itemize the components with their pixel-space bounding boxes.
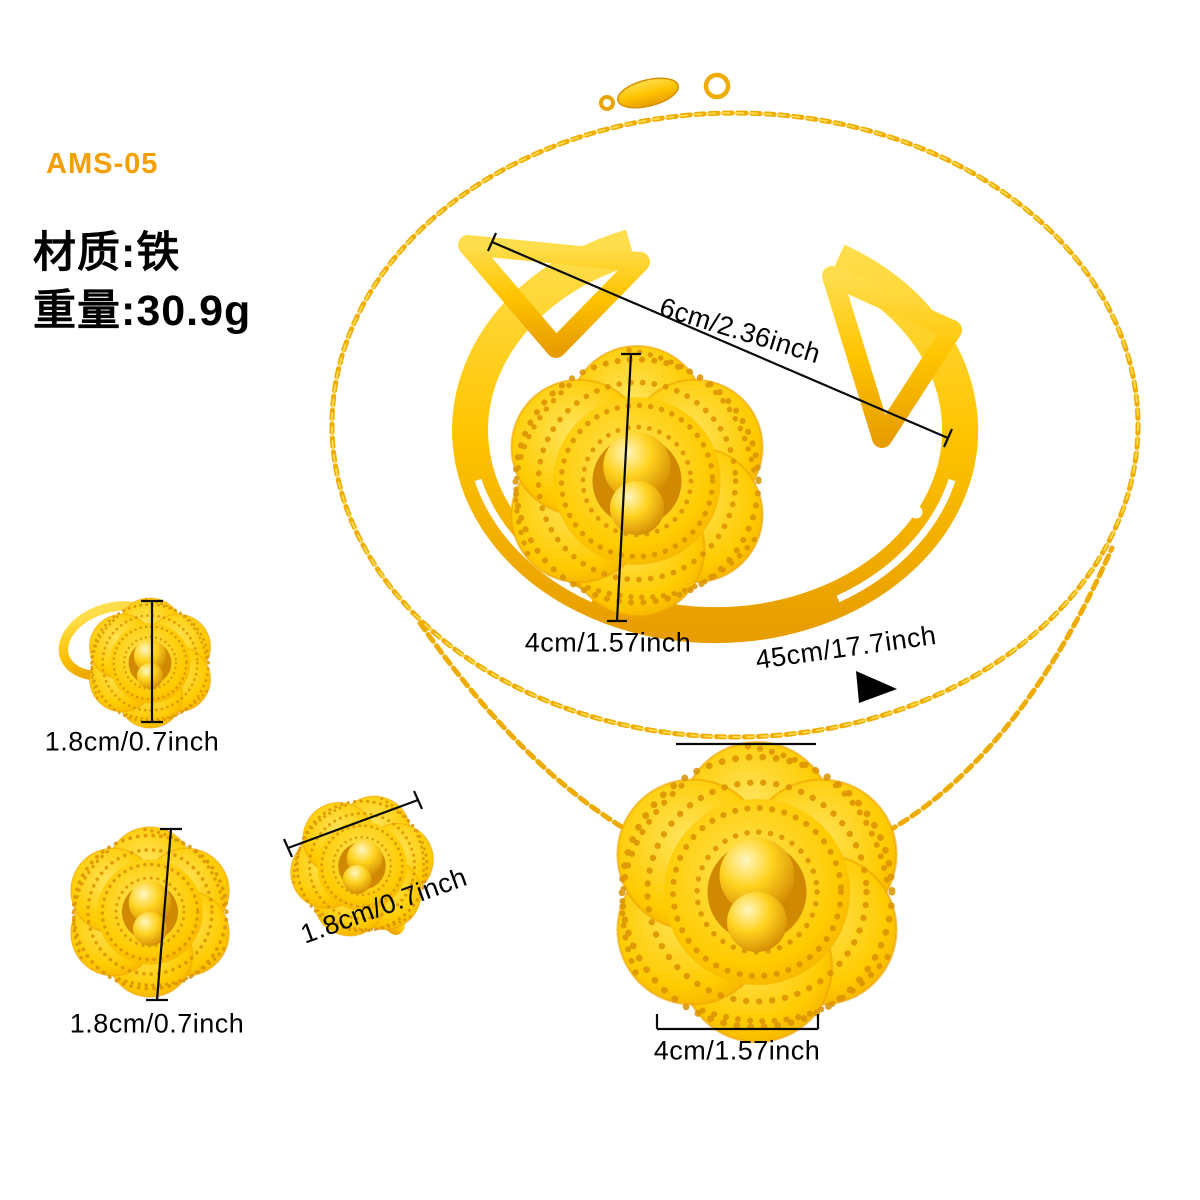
dim-bangle-flower xyxy=(607,352,641,623)
lobster-clasp xyxy=(617,77,679,109)
dim-pendant xyxy=(655,742,820,1031)
bangle-flower-label: 4cm/1.57inch xyxy=(524,627,692,658)
bangle-end-left xyxy=(458,235,650,358)
necklace-clasp xyxy=(599,72,731,111)
pendant-flower xyxy=(566,742,897,1078)
ring xyxy=(58,596,212,745)
necklace-chain xyxy=(329,110,1141,846)
earring-right-flower xyxy=(243,765,452,975)
dim-earring-left xyxy=(146,827,182,1002)
earring-left-size-label: 1.8cm/0.7inch xyxy=(69,1008,245,1039)
dim-earring-right xyxy=(282,790,424,858)
earring-left xyxy=(39,825,231,1020)
bangle-band xyxy=(452,229,979,644)
bangle-hole xyxy=(909,505,923,519)
pendant-width-label: 4cm/1.57inch xyxy=(653,1035,821,1066)
bangle xyxy=(452,229,979,648)
bangle-end-right xyxy=(822,266,962,448)
ring-size-label: 1.8cm/0.7inch xyxy=(44,726,220,757)
earring-left-flower xyxy=(39,825,231,1020)
bangle-slot-right xyxy=(836,478,956,603)
dim-ring xyxy=(141,599,163,724)
dimension-annotations xyxy=(141,232,954,1031)
jump-ring xyxy=(703,72,731,100)
bangle-flower xyxy=(465,346,763,648)
product-sku: AMS-05 xyxy=(46,148,159,180)
material-spec: 材质:铁 xyxy=(33,229,181,277)
necklace-direction-arrow xyxy=(856,671,897,703)
weight-spec: 重量:30.9g xyxy=(33,287,252,335)
earring-right xyxy=(243,765,452,975)
dim-bangle-width xyxy=(486,232,954,448)
